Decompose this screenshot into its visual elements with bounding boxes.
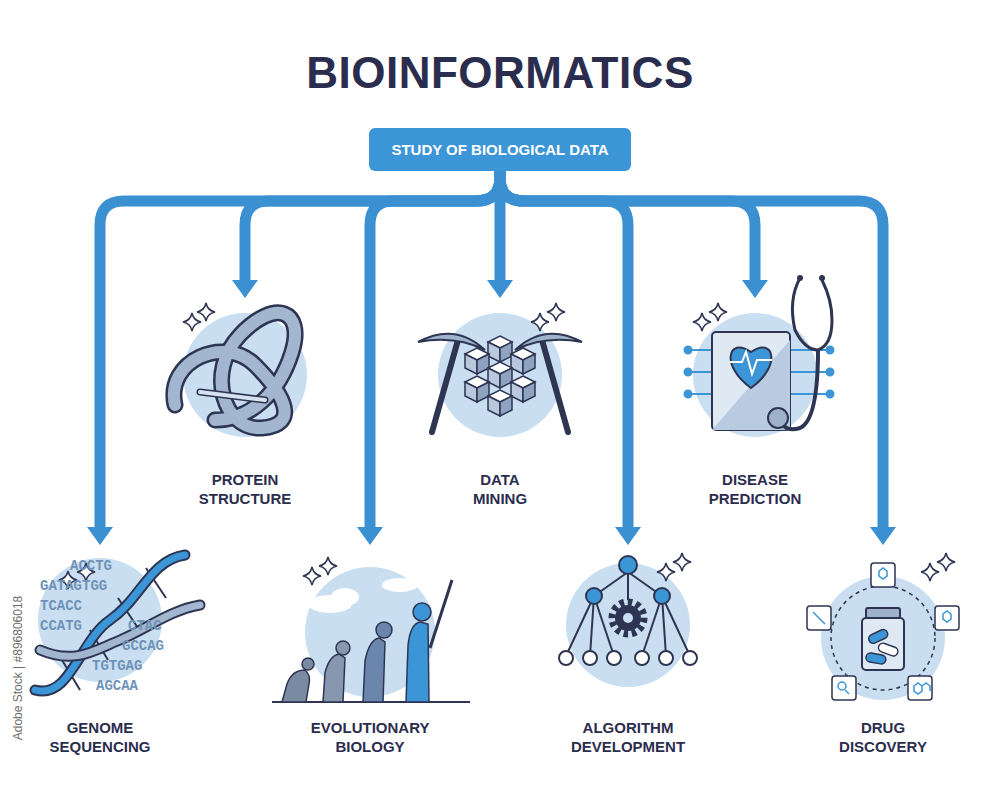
- topic-node: DISEASE PREDICTION: [665, 298, 845, 508]
- arrow-head: [87, 527, 113, 545]
- branch-arrow: [357, 171, 500, 545]
- topic-label: EVOLUTIONARY BIOLOGY: [311, 718, 429, 756]
- topic-node: PROTEIN STRUCTURE: [155, 298, 335, 508]
- topic-label: DISEASE PREDICTION: [709, 470, 802, 508]
- branch-arrow: [500, 171, 768, 298]
- evolution-icon: [272, 557, 470, 702]
- topic-label: PROTEIN STRUCTURE: [199, 470, 292, 508]
- arrow-head: [357, 527, 383, 545]
- sequence-text: CTAC: [128, 618, 162, 634]
- branch-arrow: [87, 171, 500, 545]
- topic-node: ALGORITHM DEVELOPMENT: [538, 545, 718, 756]
- sequence-text: TGTGAG: [92, 658, 142, 674]
- arrow-head: [870, 527, 896, 545]
- diagram-title: BIOINFORMATICS: [0, 48, 1000, 98]
- branch-arrow: [500, 171, 896, 545]
- topic-label: ALGORITHM DEVELOPMENT: [571, 718, 685, 756]
- topic-node: EVOLUTIONARY BIOLOGY: [280, 545, 460, 756]
- topic-node: DATA MINING: [410, 298, 590, 508]
- arrow-head: [615, 527, 641, 545]
- branch-arrow: [500, 171, 641, 545]
- sequence-text: GCCAG: [122, 638, 164, 654]
- arrow-head: [742, 280, 768, 298]
- topic-label: DATA MINING: [473, 470, 527, 508]
- root-label: STUDY OF BIOLOGICAL DATA: [391, 141, 608, 158]
- arrow-line: [100, 171, 500, 529]
- topic-label: GENOME SEQUENCING: [50, 718, 151, 756]
- disease-icon: [685, 275, 834, 437]
- sequence-text: ACCTG: [70, 558, 112, 574]
- arrow-head: [487, 280, 513, 298]
- sequence-text: GATAGTGG: [40, 578, 107, 594]
- sequence-text: AGCAA: [96, 678, 138, 694]
- arrow-head: [232, 280, 258, 298]
- topic-node: DRUG DISCOVERY: [793, 545, 973, 756]
- protein-icon: [174, 303, 307, 437]
- sequence-text: TCACC: [40, 598, 82, 614]
- sequence-text: CCATG: [40, 618, 82, 634]
- topic-label: DRUG DISCOVERY: [839, 718, 927, 756]
- data-mining-icon: [418, 303, 582, 437]
- root-box: STUDY OF BIOLOGICAL DATA: [369, 128, 630, 171]
- dna-icon: [35, 555, 200, 691]
- algorithm-icon: [559, 553, 697, 687]
- arrow-line: [500, 171, 883, 529]
- drug-icon: [807, 553, 959, 700]
- watermark: Adobe Stock | #896806018: [11, 596, 25, 741]
